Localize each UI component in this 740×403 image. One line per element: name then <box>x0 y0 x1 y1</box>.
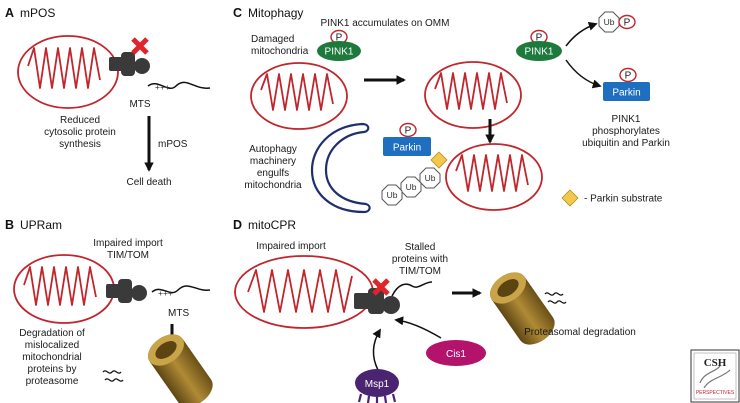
parkin-c-top <box>603 82 650 101</box>
arrow-c-parkin <box>565 59 602 89</box>
pink1-label-c2: PINK1 <box>525 47 554 58</box>
damaged-line1: Damaged <box>251 34 294 45</box>
arrow-c-ub <box>565 22 598 47</box>
impaired-import-b-line2: TIM/TOM <box>107 250 149 261</box>
msp1-label: Msp1 <box>365 379 390 390</box>
degradation-b-line5: proteasome <box>26 376 79 387</box>
panel-a: A mPOS +++ MTS Reduced cytosolic protein… <box>5 6 211 188</box>
phagophore <box>310 122 371 214</box>
reduced-synthesis-line1: Reduced <box>60 115 100 126</box>
mts-peptide-a <box>147 81 211 89</box>
p-label-c4: P <box>625 71 632 82</box>
translocase-a <box>109 52 150 76</box>
ub-label-c-top: Ub <box>604 17 615 27</box>
parkin-c-bottom <box>383 137 431 156</box>
panel-b-letter: B <box>5 218 14 232</box>
panel-d-letter: D <box>233 218 242 232</box>
p-label-c5: P <box>405 126 412 137</box>
p-label-c2: P <box>536 33 543 44</box>
panel-c-title: Mitophagy <box>248 6 303 20</box>
mts-label-b: MTS <box>168 308 189 319</box>
cell-death-label: Cell death <box>126 177 171 188</box>
proteasome-d <box>484 265 561 352</box>
plus-charges-b: +++ <box>158 288 173 298</box>
pink1-c1 <box>317 41 361 61</box>
mitochondrion-a <box>17 35 119 109</box>
logo-text-csh: CSH <box>704 357 727 369</box>
panel-b-title: UPRam <box>20 218 62 232</box>
autophagy-line1: Autophagy <box>249 144 297 155</box>
panel-b: B UPRam Impaired import TIM/TOM +++ MTS … <box>5 218 219 403</box>
degradation-b-line1: Degradation of <box>19 328 85 339</box>
ub-label-c-2: Ub <box>406 182 417 192</box>
legend-substrate-diamond <box>561 189 579 207</box>
mts-label-a: MTS <box>129 99 150 110</box>
ub-label-c-1: Ub <box>425 173 436 183</box>
blocked-import-icon <box>133 39 147 53</box>
mitochondrion-b <box>13 254 115 324</box>
reduced-synthesis-line3: synthesis <box>59 139 101 150</box>
mts-peptide-b <box>151 285 211 294</box>
stalled-line1: Stalled <box>405 242 436 253</box>
panel-d-title: mitoCPR <box>248 218 296 232</box>
mitochondrion-c-engulfed <box>445 143 543 211</box>
peptide-fragments-d <box>544 292 567 304</box>
mitochondrion-d <box>234 255 374 329</box>
autophagy-line2: machinery <box>250 156 296 167</box>
p-label-c3: P <box>624 18 631 29</box>
parkin-label-c-bottom: Parkin <box>393 143 421 154</box>
pink1-label-c1: PINK1 <box>325 47 354 58</box>
mitochondrion-c-damaged <box>250 62 348 130</box>
panel-a-title: mPOS <box>20 6 55 20</box>
pink1-accumulates-label: PINK1 accumulates on OMM <box>321 18 450 29</box>
autophagy-line3: engulfs <box>257 168 289 179</box>
panel-c-letter: C <box>233 6 242 20</box>
cis1 <box>426 340 486 366</box>
legend-substrate-label: - Parkin substrate <box>584 194 663 205</box>
mpos-arrow-label: mPOS <box>158 139 188 150</box>
damaged-line2: mitochondria <box>251 46 309 57</box>
mitochondrion-c-marked <box>424 61 522 129</box>
ub-label-c-3: Ub <box>387 190 398 200</box>
arrow-cis1 <box>394 316 442 339</box>
degradation-b-line2: mislocalized <box>25 340 79 351</box>
panel-a-letter: A <box>5 6 14 20</box>
degradation-b-line4: proteins by <box>28 364 77 375</box>
cis1-label: Cis1 <box>446 349 466 360</box>
parkin-label-c-top: Parkin <box>612 88 640 99</box>
arrow-msp1 <box>372 328 381 371</box>
msp1 <box>355 369 399 403</box>
stalled-line3: TIM/TOM <box>399 266 441 277</box>
parkin-substrate-diamond <box>430 151 448 169</box>
degradation-b-line3: mitochondrial <box>22 352 81 363</box>
translocase-d <box>354 288 400 314</box>
impaired-import-d: Impaired import <box>256 241 326 252</box>
phosphorylates-line3: ubiquitin and Parkin <box>582 138 670 149</box>
peptide-fragments-b <box>102 370 124 382</box>
phosphorylates-line1: PINK1 <box>612 114 641 125</box>
logo-text-perspectives: PERSPECTIVES <box>696 390 735 396</box>
pink1-c2 <box>516 41 562 61</box>
proteasome-b <box>142 327 219 403</box>
reduced-synthesis-line2: cytosolic protein <box>44 127 116 138</box>
proteasomal-label: Proteasomal degradation <box>524 327 636 338</box>
csh-perspectives-logo: CSH PERSPECTIVES <box>690 349 740 403</box>
phosphorylates-line2: phosphorylates <box>592 126 660 137</box>
panel-c: C Mitophagy PINK1 accumulates on OMM Dam… <box>233 6 670 214</box>
panel-d: D mitoCPR Impaired import Stalled protei… <box>233 218 636 403</box>
stalled-line2: proteins with <box>392 254 448 265</box>
autophagy-line4: mitochondria <box>244 180 302 191</box>
stalled-peptide-d <box>391 281 433 297</box>
plus-charges-a: +++ <box>155 82 170 92</box>
p-label-c1: P <box>336 33 343 44</box>
translocase-b <box>106 279 147 303</box>
impaired-import-b-line1: Impaired import <box>93 238 163 249</box>
